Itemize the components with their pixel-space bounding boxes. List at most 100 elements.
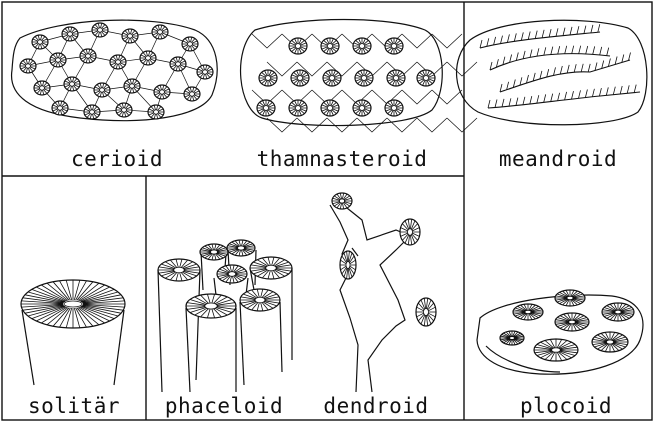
corallite-icon bbox=[387, 70, 405, 86]
corallite-icon bbox=[197, 65, 213, 79]
corallite-icon bbox=[124, 79, 140, 93]
corallite-icon bbox=[186, 294, 236, 318]
calice-center bbox=[146, 56, 151, 60]
valley-wall bbox=[500, 60, 630, 92]
calice-center bbox=[26, 64, 31, 68]
phaceloid-drawing bbox=[158, 240, 292, 392]
calice-center bbox=[130, 84, 135, 88]
calice-center bbox=[116, 60, 121, 64]
corallite-icon bbox=[259, 70, 277, 86]
label-phaceloid: phaceloid bbox=[165, 394, 283, 418]
calice-center bbox=[190, 92, 195, 96]
calice-center bbox=[205, 303, 218, 309]
calice-center bbox=[64, 301, 82, 307]
plocoid-corallites bbox=[500, 290, 634, 361]
calice-center bbox=[58, 106, 63, 110]
calice-center bbox=[340, 199, 345, 203]
cerioid-drawing bbox=[12, 20, 218, 120]
calice-center bbox=[266, 265, 277, 271]
corallite-icon bbox=[152, 25, 168, 39]
corallite-icon bbox=[385, 38, 403, 54]
calice-center bbox=[297, 76, 302, 81]
corallite-icon bbox=[64, 77, 80, 91]
septal-ticks bbox=[500, 53, 631, 93]
corallite-icon bbox=[592, 332, 628, 352]
corallite-icon bbox=[32, 35, 48, 49]
label-thamnasteroid: thamnasteroid bbox=[257, 147, 428, 171]
calice-center bbox=[295, 44, 300, 49]
meandroid-valleys bbox=[480, 24, 640, 108]
calice-center bbox=[393, 76, 398, 81]
corallite-icon bbox=[289, 38, 307, 54]
calice-center bbox=[128, 34, 133, 38]
calice-center bbox=[510, 337, 515, 340]
calice-center bbox=[176, 62, 181, 66]
corallite-icon bbox=[20, 59, 36, 73]
corallite-icon bbox=[353, 100, 371, 116]
calice-center bbox=[295, 106, 300, 111]
corallite-icon bbox=[217, 265, 247, 283]
calice-center bbox=[211, 250, 218, 254]
calice-center bbox=[154, 110, 159, 114]
corallite-icon bbox=[534, 339, 578, 361]
septal-ticks bbox=[490, 46, 609, 70]
calice-center bbox=[188, 42, 193, 46]
calice-center bbox=[68, 32, 73, 36]
label-meandroid: meandroid bbox=[499, 147, 617, 171]
calice-center bbox=[346, 262, 350, 269]
calice-center bbox=[86, 54, 91, 58]
dendroid-drawing bbox=[330, 193, 436, 392]
calice-center bbox=[203, 70, 208, 74]
corallite-icon bbox=[184, 87, 200, 101]
corallite-icon bbox=[154, 85, 170, 99]
calice-center bbox=[160, 90, 165, 94]
calice-center bbox=[255, 297, 265, 303]
corallite-icon bbox=[80, 49, 96, 63]
phaceloid-corallites bbox=[158, 240, 292, 318]
corallite-icon bbox=[355, 70, 373, 86]
calice-center bbox=[238, 246, 245, 250]
corallite-icon bbox=[400, 219, 420, 245]
calice-center bbox=[100, 88, 105, 92]
corallite-icon bbox=[110, 55, 126, 69]
corallite-icon bbox=[417, 70, 435, 86]
corallite-icon bbox=[158, 259, 200, 281]
corallite-icon bbox=[555, 290, 585, 306]
label-plocoid: plocoid bbox=[520, 394, 612, 418]
corallite-icon bbox=[500, 331, 524, 345]
corallite-icon bbox=[257, 100, 275, 116]
thamnasteroid-corallite-mesh bbox=[252, 34, 477, 132]
calice-center bbox=[606, 340, 613, 344]
calice-center bbox=[615, 310, 621, 314]
calice-center bbox=[391, 44, 396, 49]
corallite-icon bbox=[555, 313, 589, 331]
calice-center bbox=[359, 106, 364, 111]
calice-center bbox=[98, 28, 103, 32]
label-cerioid: cerioid bbox=[71, 147, 163, 171]
corallite-icon bbox=[148, 105, 164, 119]
meandroid-drawing bbox=[457, 20, 647, 124]
corallite-icon bbox=[321, 38, 339, 54]
corallite-icon bbox=[340, 251, 356, 279]
corallite-icon bbox=[140, 51, 156, 65]
corallite-icon bbox=[289, 100, 307, 116]
calice-center bbox=[70, 82, 75, 86]
label-solitaer: solitär bbox=[28, 394, 120, 418]
corallite-icon bbox=[50, 53, 66, 67]
corallite-icon bbox=[323, 70, 341, 86]
calice-center bbox=[327, 106, 332, 111]
calice-center bbox=[40, 86, 45, 90]
corallite-icon bbox=[513, 304, 543, 320]
calice-center bbox=[408, 229, 413, 236]
thamnasteroid-drawing bbox=[241, 20, 477, 133]
label-dendroid: dendroid bbox=[323, 394, 428, 418]
corallite-icon bbox=[94, 83, 110, 97]
corallite-icon bbox=[240, 289, 280, 311]
calice-center bbox=[329, 76, 334, 81]
corallite-icon bbox=[385, 100, 403, 116]
valley-wall bbox=[490, 54, 610, 70]
plocoid-drawing bbox=[477, 290, 643, 374]
calice-center bbox=[569, 320, 576, 324]
solitaer-drawing bbox=[21, 280, 125, 385]
